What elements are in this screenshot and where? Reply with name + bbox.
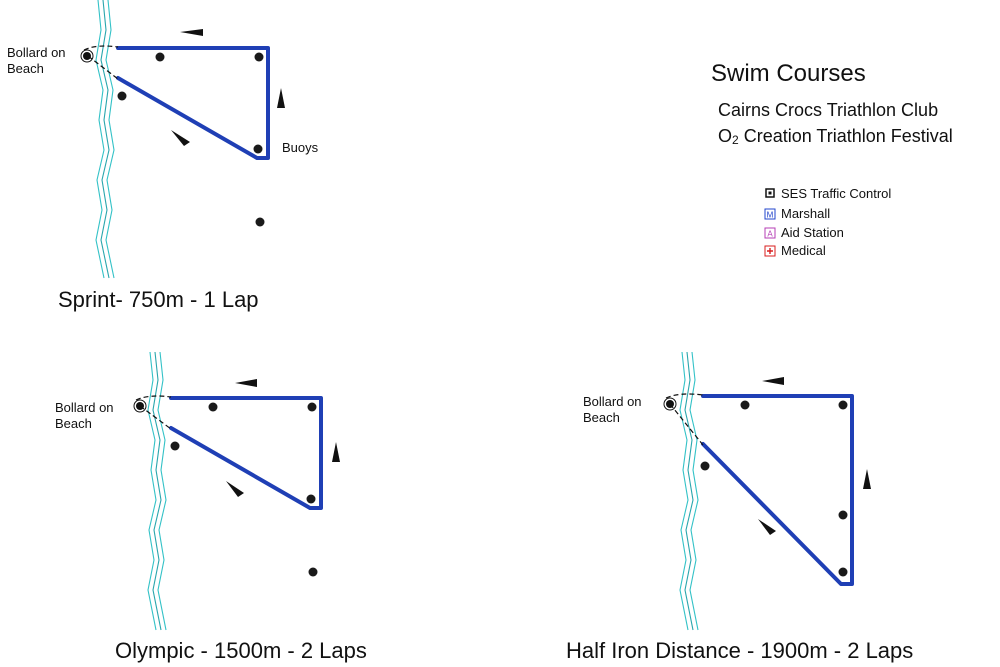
start-path bbox=[669, 403, 704, 446]
bollard-ring bbox=[663, 397, 677, 411]
buoy bbox=[700, 461, 710, 471]
festival-rest: Creation Triathlon Festival bbox=[739, 126, 953, 146]
legend: SES Traffic Control M Marshall A Aid Sta… bbox=[764, 186, 891, 258]
festival-title: O2 Creation Triathlon Festival bbox=[718, 126, 953, 147]
finish-path bbox=[135, 395, 172, 401]
finish-path bbox=[83, 45, 119, 51]
shoreline-line bbox=[689, 351, 699, 631]
bollard-marker bbox=[83, 52, 91, 60]
legend-label-aid: Aid Station bbox=[781, 225, 844, 240]
buoy bbox=[117, 91, 127, 101]
shoreline-line bbox=[684, 351, 694, 631]
shoreline bbox=[679, 351, 699, 631]
legend-item-medical: Medical bbox=[764, 243, 826, 258]
shoreline-line bbox=[157, 351, 167, 631]
swim-route bbox=[701, 394, 854, 586]
legend-label-traffic: SES Traffic Control bbox=[781, 186, 891, 201]
festival-subscript: 2 bbox=[732, 133, 739, 147]
buoy bbox=[838, 567, 848, 577]
direction-arrow-diagonal-icon bbox=[171, 130, 190, 146]
direction-arrow-up-icon bbox=[863, 469, 871, 489]
buoy bbox=[838, 510, 848, 520]
legend-label-medical: Medical bbox=[781, 243, 826, 258]
bollard-label-line1: Bollard on bbox=[7, 45, 66, 60]
shoreline-line bbox=[152, 351, 162, 631]
medical-cross-icon bbox=[767, 248, 773, 254]
course-title-sprint: Sprint- 750m - 1 Lap bbox=[58, 287, 259, 312]
bollard-label-line2: Beach bbox=[55, 416, 92, 431]
buoy bbox=[254, 52, 264, 62]
buoy bbox=[306, 494, 316, 504]
bollard-marker bbox=[136, 402, 144, 410]
course-title-olympic: Olympic - 1500m - 2 Laps bbox=[115, 638, 367, 663]
direction-arrow-left-icon bbox=[235, 379, 257, 387]
legend-label-marshall: Marshall bbox=[781, 206, 830, 221]
buoys-label: Buoys bbox=[282, 140, 319, 155]
direction-arrow-diagonal-icon bbox=[226, 481, 244, 497]
club-title: Cairns Crocs Triathlon Club bbox=[718, 100, 938, 120]
marshall-icon-glyph: M bbox=[767, 211, 774, 220]
buoy bbox=[255, 217, 265, 227]
swim-route bbox=[169, 396, 323, 510]
main-title: Swim Courses bbox=[711, 60, 866, 87]
buoy bbox=[155, 52, 165, 62]
course-title-half-iron: Half Iron Distance - 1900m - 2 Laps bbox=[566, 638, 913, 663]
legend-item-marshall: M Marshall bbox=[764, 206, 830, 221]
direction-arrow-up-icon bbox=[332, 442, 340, 462]
shoreline-line bbox=[100, 0, 110, 279]
festival-prefix: O bbox=[718, 126, 732, 146]
shoreline-line bbox=[679, 351, 689, 631]
start-path bbox=[139, 405, 172, 430]
traffic-control-icon-core bbox=[768, 191, 772, 195]
shoreline bbox=[95, 0, 115, 279]
marshall-icon bbox=[764, 208, 776, 220]
buoy bbox=[740, 400, 750, 410]
sprint-course: Bollard on Beach Buoys Sprint- 750m - 1 … bbox=[7, 0, 319, 312]
bollard-label-line1: Bollard on bbox=[583, 394, 642, 409]
buoy bbox=[170, 441, 180, 451]
finish-path bbox=[665, 393, 704, 399]
buoy bbox=[307, 402, 317, 412]
buoy bbox=[838, 400, 848, 410]
direction-arrow-diagonal-icon bbox=[758, 519, 776, 535]
direction-arrow-up-icon bbox=[277, 88, 285, 108]
shoreline bbox=[147, 351, 167, 631]
bollard-ring bbox=[133, 399, 147, 413]
buoy bbox=[308, 567, 318, 577]
bollard-label-line2: Beach bbox=[7, 61, 44, 76]
shoreline-line bbox=[95, 0, 105, 279]
bollard-marker bbox=[666, 400, 674, 408]
bollard-ring bbox=[80, 49, 94, 63]
direction-arrow-left-icon bbox=[762, 377, 784, 385]
half-iron-course: Bollard on Beach Half Iron Distance - 19… bbox=[566, 351, 913, 663]
aid-station-icon-glyph: A bbox=[767, 230, 773, 239]
olympic-course: Bollard on Beach Olympic - 1500m - 2 Lap… bbox=[55, 351, 367, 663]
start-path bbox=[87, 55, 119, 80]
direction-arrow-left-icon bbox=[180, 29, 203, 36]
bollard-label-line2: Beach bbox=[583, 410, 620, 425]
legend-item-traffic: SES Traffic Control bbox=[765, 186, 891, 201]
swim-route bbox=[116, 46, 270, 160]
buoy bbox=[253, 144, 263, 154]
aid-station-icon bbox=[764, 227, 776, 239]
shoreline-line bbox=[105, 0, 115, 279]
shoreline-line bbox=[147, 351, 157, 631]
buoy bbox=[208, 402, 218, 412]
legend-item-aid: A Aid Station bbox=[764, 225, 844, 240]
bollard-label-line1: Bollard on bbox=[55, 400, 114, 415]
